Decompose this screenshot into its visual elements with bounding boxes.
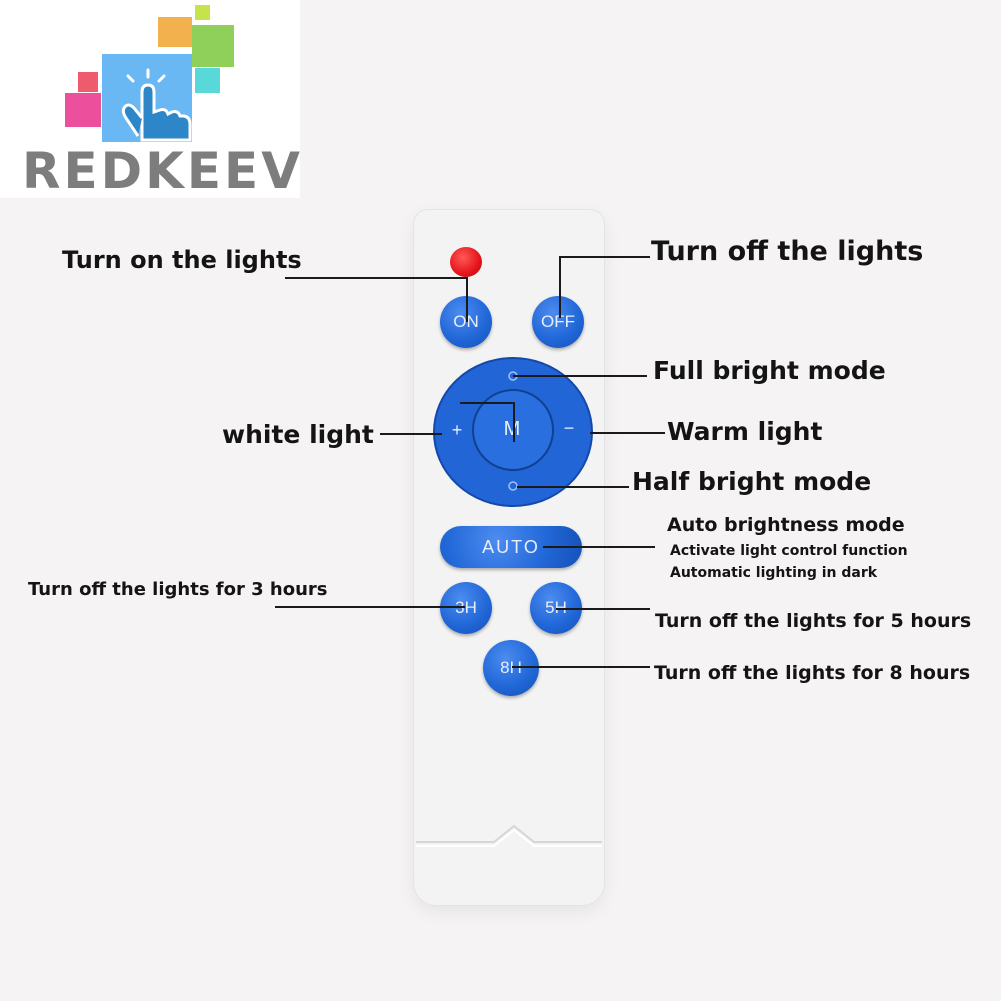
label-off-3h: Turn off the lights for 3 hours [28, 579, 328, 600]
timer-3h-button[interactable]: 3H [440, 582, 492, 634]
label-full-bright: Full bright mode [653, 356, 886, 385]
callout-line-warm [590, 432, 665, 434]
brand-name: REDKEEV [22, 142, 303, 200]
callout-line-3h [275, 606, 465, 608]
white-light-button[interactable]: + [451, 420, 463, 440]
on-button[interactable]: ON [440, 296, 492, 348]
label-warm-light: Warm light [667, 417, 823, 446]
callout-line-off-drop [559, 256, 561, 318]
callout-line-8h [512, 666, 650, 668]
off-button[interactable]: OFF [532, 296, 584, 348]
callout-line-white-drop [513, 402, 515, 442]
label-off-5h: Turn off the lights for 5 hours [655, 610, 972, 632]
callout-line-5h [556, 608, 650, 610]
label-off-8h: Turn off the lights for 8 hours [654, 662, 971, 684]
hand-tap-icon [65, 5, 234, 142]
timer-8h-button[interactable]: 8H [483, 640, 539, 696]
label-turn-on: Turn on the lights [62, 246, 302, 274]
label-turn-off: Turn off the lights [651, 236, 924, 267]
label-white-light: white light [222, 420, 374, 449]
label-auto-line2: Automatic lighting in dark [670, 565, 878, 581]
callout-line-off [560, 256, 650, 258]
callout-line-white-up [460, 402, 514, 404]
callout-line-auto [543, 546, 655, 548]
mode-button[interactable]: M [503, 418, 521, 440]
callout-line-white [380, 433, 442, 435]
callout-line-on-drop [466, 277, 468, 322]
label-auto-title: Auto brightness mode [667, 514, 905, 536]
warm-light-button[interactable]: − [563, 418, 575, 438]
label-half-bright: Half bright mode [632, 467, 872, 496]
label-auto-line1: Activate light control function [670, 543, 908, 559]
callout-line-half-bright [517, 486, 629, 488]
callout-line-on [285, 277, 468, 279]
battery-cover-seam [416, 824, 602, 847]
callout-line-full-bright [513, 375, 647, 377]
power-indicator-led [450, 247, 482, 277]
brand-logo: REDKEEV [0, 0, 303, 200]
